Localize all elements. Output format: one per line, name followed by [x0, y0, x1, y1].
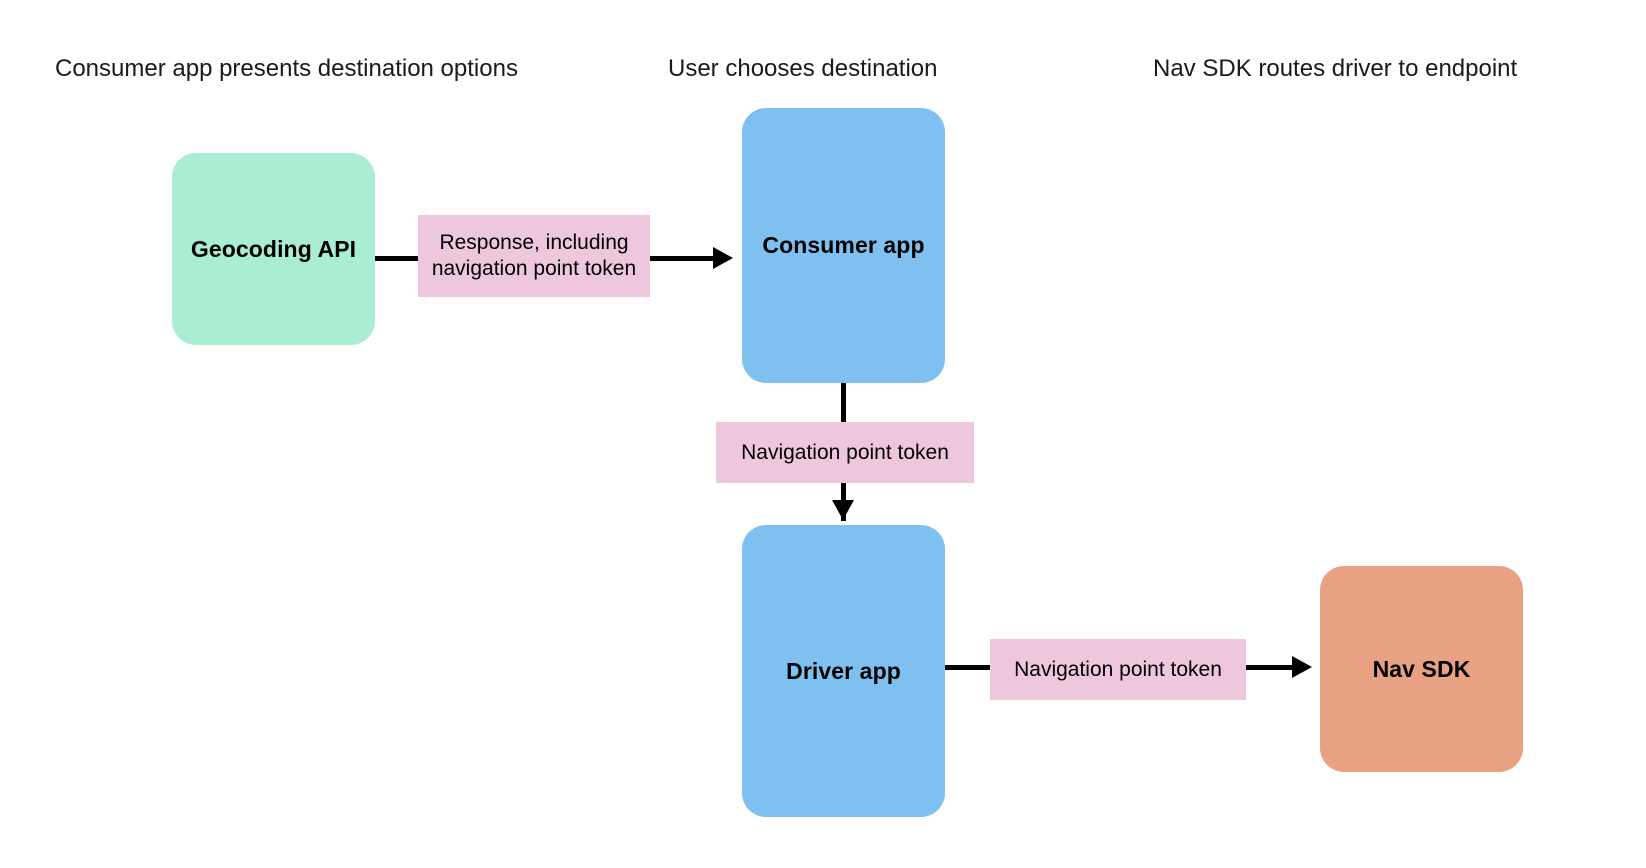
- node-geocoding-api[interactable]: Geocoding API: [172, 153, 375, 345]
- column-header-user-chooses-destination: User chooses destination: [668, 55, 938, 82]
- node-driver-app[interactable]: Driver app: [742, 525, 945, 817]
- column-header-nav-sdk-routes-driver-to-endpoint: Nav SDK routes driver to endpoint: [1153, 55, 1518, 82]
- node-consumer-app[interactable]: Consumer app: [742, 108, 945, 383]
- edge-label-navigation-point-token-driver-to-navsdk: Navigation point token: [990, 639, 1246, 700]
- node-label-geocoding-api: Geocoding API: [190, 235, 357, 262]
- arrowhead-right-icon-driver-to-navsdk: [1292, 656, 1312, 678]
- node-label-driver-app: Driver app: [786, 657, 901, 684]
- edge-label-response-including-navigation-point-token: Response, including navigation point tok…: [418, 215, 650, 297]
- edge-label-navigation-point-token-consumer-to-driver: Navigation point token: [716, 422, 974, 483]
- arrowhead-down-icon-consumer-to-driver: [832, 500, 854, 520]
- node-nav-sdk[interactable]: Nav SDK: [1320, 566, 1523, 772]
- arrowhead-right-icon-geocoding-to-consumer: [713, 247, 733, 269]
- node-label-nav-sdk: Nav SDK: [1372, 655, 1471, 682]
- column-header-consumer-app-presents-destination-options: Consumer app presents destination option…: [55, 55, 518, 82]
- node-label-consumer-app: Consumer app: [762, 232, 925, 258]
